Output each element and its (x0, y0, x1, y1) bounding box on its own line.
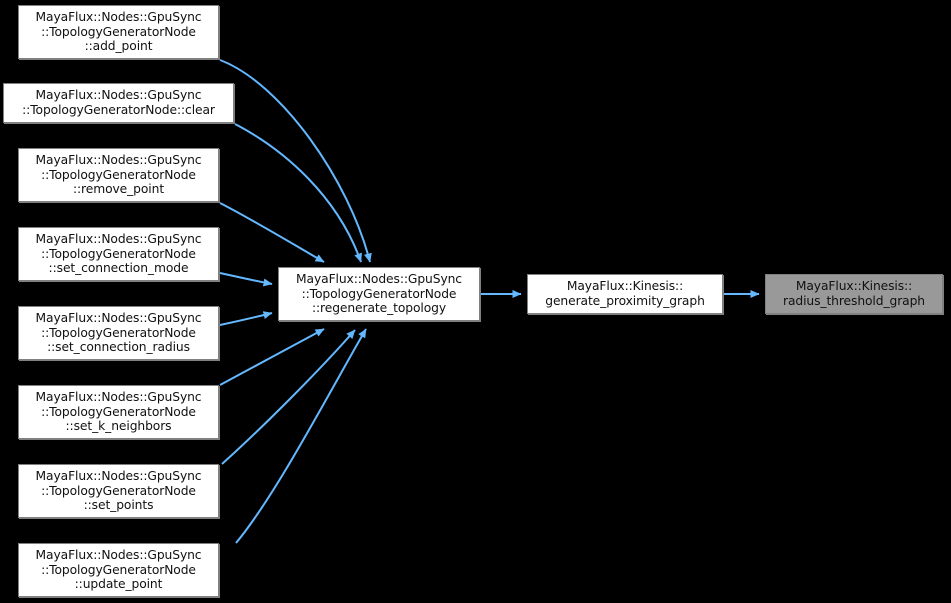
node-set-k-neighbors[interactable]: MayaFlux::Nodes::GpuSync ::TopologyGener… (18, 385, 219, 439)
node-update-point[interactable]: MayaFlux::Nodes::GpuSync ::TopologyGener… (18, 543, 219, 597)
edge-set_points-to-regenerate_topology (221, 329, 356, 465)
node-label: MayaFlux::Nodes::GpuSync ::TopologyGener… (35, 153, 202, 197)
edge-add_point-to-regenerate_topology (219, 59, 372, 263)
node-regenerate-topology[interactable]: MayaFlux::Nodes::GpuSync ::TopologyGener… (278, 267, 480, 321)
node-generate-proximity-graph[interactable]: MayaFlux::Kinesis:: generate_proximity_g… (527, 274, 723, 314)
node-label: MayaFlux::Nodes::GpuSync ::TopologyGener… (35, 10, 202, 54)
node-label: MayaFlux::Kinesis:: generate_proximity_g… (545, 279, 705, 308)
node-set-points[interactable]: MayaFlux::Nodes::GpuSync ::TopologyGener… (18, 464, 219, 518)
node-label: MayaFlux::Nodes::GpuSync ::TopologyGener… (35, 469, 202, 513)
node-add-point[interactable]: MayaFlux::Nodes::GpuSync ::TopologyGener… (18, 5, 219, 59)
edge-update_point-to-regenerate_topology (235, 328, 367, 544)
node-label: MayaFlux::Kinesis:: radius_threshold_gra… (782, 279, 926, 308)
node-label: MayaFlux::Nodes::GpuSync ::TopologyGener… (35, 548, 202, 592)
node-set-connection-radius[interactable]: MayaFlux::Nodes::GpuSync ::TopologyGener… (18, 306, 219, 360)
node-label: MayaFlux::Nodes::GpuSync ::TopologyGener… (296, 272, 462, 316)
node-label: MayaFlux::Nodes::GpuSync ::TopologyGener… (22, 88, 215, 117)
edge-remove_point-to-regenerate_topology (219, 202, 325, 263)
node-label: MayaFlux::Nodes::GpuSync ::TopologyGener… (35, 311, 202, 355)
edge-set_connection_radius-to-regenerate_topology (219, 311, 273, 326)
edge-clear-to-regenerate_topology (234, 123, 362, 263)
edge-set_k_neighbors-to-regenerate_topology (219, 328, 325, 386)
node-radius-threshold-graph[interactable]: MayaFlux::Kinesis:: radius_threshold_gra… (765, 274, 943, 314)
node-remove-point[interactable]: MayaFlux::Nodes::GpuSync ::TopologyGener… (18, 148, 219, 202)
node-clear[interactable]: MayaFlux::Nodes::GpuSync ::TopologyGener… (3, 83, 234, 123)
node-set-connection-mode[interactable]: MayaFlux::Nodes::GpuSync ::TopologyGener… (18, 227, 219, 281)
node-label: MayaFlux::Nodes::GpuSync ::TopologyGener… (35, 390, 202, 434)
node-label: MayaFlux::Nodes::GpuSync ::TopologyGener… (35, 232, 202, 276)
edge-set_connection_mode-to-regenerate_topology (219, 272, 273, 287)
